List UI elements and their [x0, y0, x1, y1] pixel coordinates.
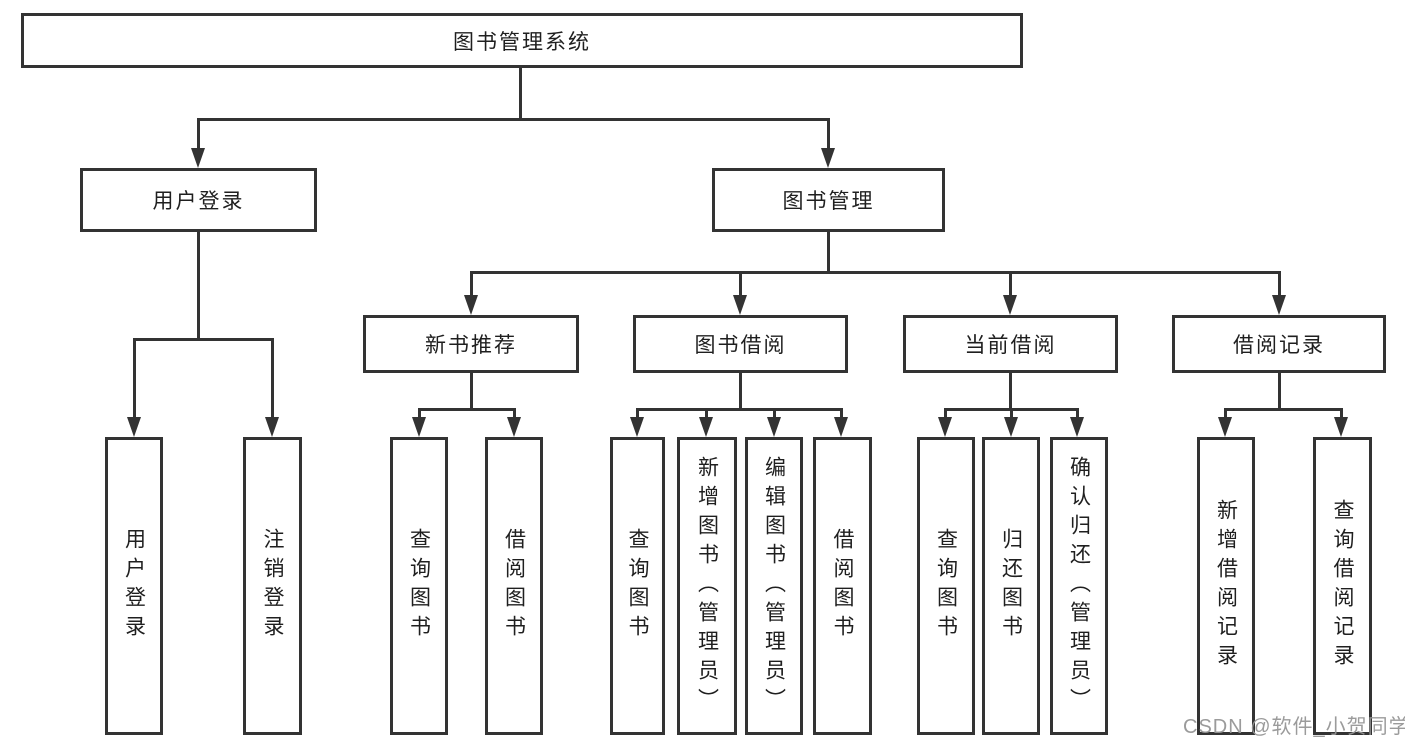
node-borrow-record: 借阅记录: [1172, 315, 1386, 373]
leaf-bb-edit-book-admin: 编辑图书（管理员）: [745, 437, 803, 735]
connector-drop-current-borrow: [1009, 271, 1012, 297]
arrowhead-cb-confirm: [1070, 417, 1084, 437]
arrowhead-book-borrow: [733, 295, 747, 315]
leaf-logout-label: 注销登录: [261, 528, 285, 644]
arrowhead-nb-borrow: [507, 417, 521, 437]
node-book-borrow-label: 图书借阅: [694, 334, 787, 357]
leaf-bb-query-book-label: 查询图书: [626, 528, 650, 644]
leaf-nb-query-book: 查询图书: [390, 437, 448, 735]
leaf-cb-return-book: 归还图书: [982, 437, 1040, 735]
connector-drop-cb-query: [944, 408, 947, 419]
connector-root-stem: [519, 68, 522, 118]
connector-user-login-stem: [197, 232, 200, 338]
connector-new-book-stem: [470, 373, 473, 408]
leaf-cb-query-book-label: 查询图书: [934, 528, 958, 644]
arrowhead-cb-query: [938, 417, 952, 437]
arrowhead-bb-edit: [767, 417, 781, 437]
arrowhead-bb-query: [630, 417, 644, 437]
connector-drop-br-add: [1224, 408, 1227, 419]
connector-drop-bb-query: [636, 408, 639, 419]
leaf-nb-borrow-book-label: 借阅图书: [502, 528, 526, 644]
node-book-management-label: 图书管理: [782, 190, 875, 213]
node-book-management: 图书管理: [712, 168, 945, 232]
leaf-br-query-record: 查询借阅记录: [1313, 437, 1372, 735]
arrowhead-bb-borrow: [834, 417, 848, 437]
connector-drop-cb-return: [1010, 408, 1013, 419]
connector-drop-user-login: [197, 118, 200, 151]
arrowhead-br-query: [1334, 417, 1348, 437]
node-current-borrow: 当前借阅: [903, 315, 1118, 373]
leaf-cb-return-book-label: 归还图书: [999, 528, 1023, 644]
node-borrow-record-label: 借阅记录: [1233, 334, 1325, 357]
connector-drop-book-management: [827, 118, 830, 151]
node-root-label: 图书管理系统: [453, 30, 591, 54]
connector-book-borrow-branch: [636, 408, 842, 411]
arrowhead-br-add: [1218, 417, 1232, 437]
connector-drop-nb-query: [418, 408, 421, 419]
arrowhead-new-book: [464, 295, 478, 315]
connector-book-borrow-stem: [739, 373, 742, 408]
connector-book-management-branch: [470, 271, 1281, 274]
node-new-book-recommend: 新书推荐: [363, 315, 579, 373]
connector-new-book-branch: [418, 408, 515, 411]
leaf-user-login: 用户登录: [105, 437, 163, 735]
connector-drop-bb-add: [705, 408, 708, 419]
leaf-logout: 注销登录: [243, 437, 302, 735]
arrowhead-book-management: [821, 148, 835, 168]
leaf-bb-edit-book-admin-label: 编辑图书（管理员）: [762, 455, 786, 717]
leaf-nb-query-book-label: 查询图书: [407, 528, 431, 644]
arrowhead-borrow-record: [1272, 295, 1286, 315]
connector-drop-nb-borrow: [513, 408, 516, 419]
connector-current-borrow-stem: [1009, 373, 1012, 408]
node-root: 图书管理系统: [21, 13, 1023, 68]
arrowhead-leaf-logout: [265, 417, 279, 437]
leaf-bb-add-book-admin-label: 新增图书（管理员）: [695, 455, 719, 717]
connector-book-management-stem: [827, 232, 830, 271]
node-book-borrow: 图书借阅: [633, 315, 848, 373]
arrowhead-bb-add: [699, 417, 713, 437]
arrowhead-current-borrow: [1003, 295, 1017, 315]
connector-drop-bb-edit: [773, 408, 776, 419]
node-user-login-label: 用户登录: [152, 190, 245, 213]
arrowhead-cb-return: [1004, 417, 1018, 437]
connector-drop-leaf-logout: [271, 338, 274, 419]
leaf-cb-confirm-return-admin: 确认归还（管理员）: [1050, 437, 1108, 735]
leaf-br-add-record-label: 新增借阅记录: [1214, 499, 1238, 673]
leaf-bb-borrow-book: 借阅图书: [813, 437, 872, 735]
connector-borrow-record-stem: [1278, 373, 1281, 408]
csdn-watermark: CSDN @软件_小贺同学: [1183, 716, 1405, 738]
node-new-book-recommend-label: 新书推荐: [425, 334, 517, 357]
leaf-cb-confirm-return-admin-label: 确认归还（管理员）: [1067, 455, 1091, 717]
connector-drop-bb-borrow: [840, 408, 843, 419]
connector-drop-borrow-record: [1278, 271, 1281, 297]
leaf-bb-borrow-book-label: 借阅图书: [831, 528, 855, 644]
connector-drop-br-query: [1340, 408, 1343, 419]
leaf-user-login-label: 用户登录: [122, 528, 146, 644]
leaf-br-query-record-label: 查询借阅记录: [1331, 499, 1355, 673]
connector-root-branch: [197, 118, 830, 121]
arrowhead-leaf-login: [127, 417, 141, 437]
arrowhead-user-login: [191, 148, 205, 168]
connector-user-login-branch: [133, 338, 273, 341]
connector-drop-cb-confirm: [1076, 408, 1079, 419]
leaf-bb-query-book: 查询图书: [610, 437, 665, 735]
leaf-br-add-record: 新增借阅记录: [1197, 437, 1255, 735]
leaf-nb-borrow-book: 借阅图书: [485, 437, 543, 735]
connector-drop-leaf-login: [133, 338, 136, 419]
leaf-bb-add-book-admin: 新增图书（管理员）: [677, 437, 737, 735]
connector-drop-new-book: [470, 271, 473, 297]
connector-drop-book-borrow: [739, 271, 742, 297]
arrowhead-nb-query: [412, 417, 426, 437]
connector-borrow-record-branch: [1224, 408, 1342, 411]
node-current-borrow-label: 当前借阅: [964, 334, 1057, 357]
leaf-cb-query-book: 查询图书: [917, 437, 975, 735]
node-user-login: 用户登录: [80, 168, 317, 232]
